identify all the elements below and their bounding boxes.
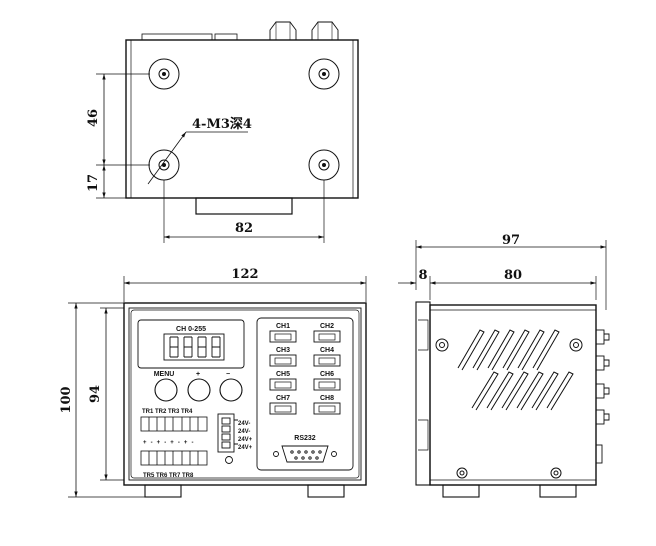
vent-slot <box>471 371 499 411</box>
rear-connectors <box>595 329 610 464</box>
plus-button[interactable] <box>187 378 211 402</box>
channel-label: CH8 <box>320 395 334 402</box>
dim-8: 8 <box>418 268 427 283</box>
channel-connector-ch3[interactable]: CH3 <box>269 347 297 367</box>
mounting-hole-tr <box>308 58 340 90</box>
vent-slot <box>486 371 514 411</box>
polarity-label: + - + - + - + - <box>143 440 195 446</box>
front-view-body <box>123 302 367 486</box>
channel-connector-ch5[interactable]: CH5 <box>269 371 297 391</box>
minus-label: − <box>226 371 230 378</box>
plus-label: + <box>196 371 200 378</box>
display-label: CH 0-255 <box>176 326 206 333</box>
vent-slot <box>531 371 559 411</box>
channel-label: CH5 <box>276 371 290 378</box>
dim-94: 94 <box>88 385 103 403</box>
front-view: 122 100 94 CH 0-255 MENU + <box>59 267 367 498</box>
terminal-block-bottom <box>140 450 208 466</box>
dim-122: 122 <box>231 267 258 282</box>
channel-label: CH4 <box>320 347 334 354</box>
dim-80: 80 <box>504 268 522 283</box>
channel-label: CH6 <box>320 371 334 378</box>
minus-button[interactable] <box>219 378 243 402</box>
channel-connector-ch4[interactable]: CH4 <box>313 347 341 367</box>
serial-label: RS232 <box>294 435 316 442</box>
dim-46: 46 <box>86 109 101 127</box>
vent-slot <box>502 329 530 371</box>
vent-slot <box>487 329 515 371</box>
side-screw-bl <box>456 467 468 479</box>
vent-slot <box>546 371 574 411</box>
power-connector <box>217 413 238 453</box>
channel-connector-ch6[interactable]: CH6 <box>313 371 341 391</box>
vent-slot <box>516 371 544 411</box>
mounting-hole-br <box>308 149 340 181</box>
channel-connector-ch1[interactable]: CH1 <box>269 323 297 343</box>
terminal-block-top <box>140 416 208 432</box>
side-screw-tr <box>569 338 583 352</box>
mounting-hole-bl <box>148 149 180 181</box>
dim-82: 82 <box>235 221 253 236</box>
dim-17: 17 <box>86 174 101 192</box>
led-indicator <box>225 456 233 464</box>
channel-panel <box>256 317 354 471</box>
dim-100: 100 <box>59 386 74 413</box>
power-pin-1: 24V- <box>238 421 250 427</box>
mounting-hole-tl <box>148 58 180 90</box>
power-pin-3: 24V+ <box>238 437 253 443</box>
tr-bottom-label: TR5 TR6 TR7 TR8 <box>143 473 194 479</box>
channel-connector-ch2[interactable]: CH2 <box>313 323 341 343</box>
channel-label: CH7 <box>276 395 290 402</box>
display-panel <box>137 319 245 369</box>
vent-slot <box>457 329 485 371</box>
channel-label: CH3 <box>276 347 290 354</box>
menu-button[interactable] <box>154 378 178 402</box>
rs232-port[interactable] <box>273 445 337 463</box>
power-pin-4: 24V+ <box>238 445 253 451</box>
ventilation-slots <box>457 329 574 411</box>
side-screw-br <box>550 467 562 479</box>
seven-segment-display <box>163 333 225 361</box>
top-view: 46 17 82 4-M3深4 <box>86 21 359 243</box>
side-screw-tl <box>435 338 449 352</box>
power-pin-2: 24V- <box>238 429 250 435</box>
vent-slot <box>517 329 545 371</box>
hole-callout: 4-M3深4 <box>192 116 252 132</box>
channel-connector-ch7[interactable]: CH7 <box>269 395 297 415</box>
channel-connector-ch8[interactable]: CH8 <box>313 395 341 415</box>
channel-label: CH2 <box>320 323 334 330</box>
vent-slot <box>472 329 500 371</box>
tr-top-label: TR1 TR2 TR3 TR4 <box>142 409 193 415</box>
side-view: 97 8 80 <box>398 233 610 498</box>
vent-slot <box>501 371 529 411</box>
dim-97: 97 <box>502 233 520 248</box>
channel-label: CH1 <box>276 323 290 330</box>
menu-label: MENU <box>154 371 175 378</box>
vent-slot <box>532 329 560 371</box>
